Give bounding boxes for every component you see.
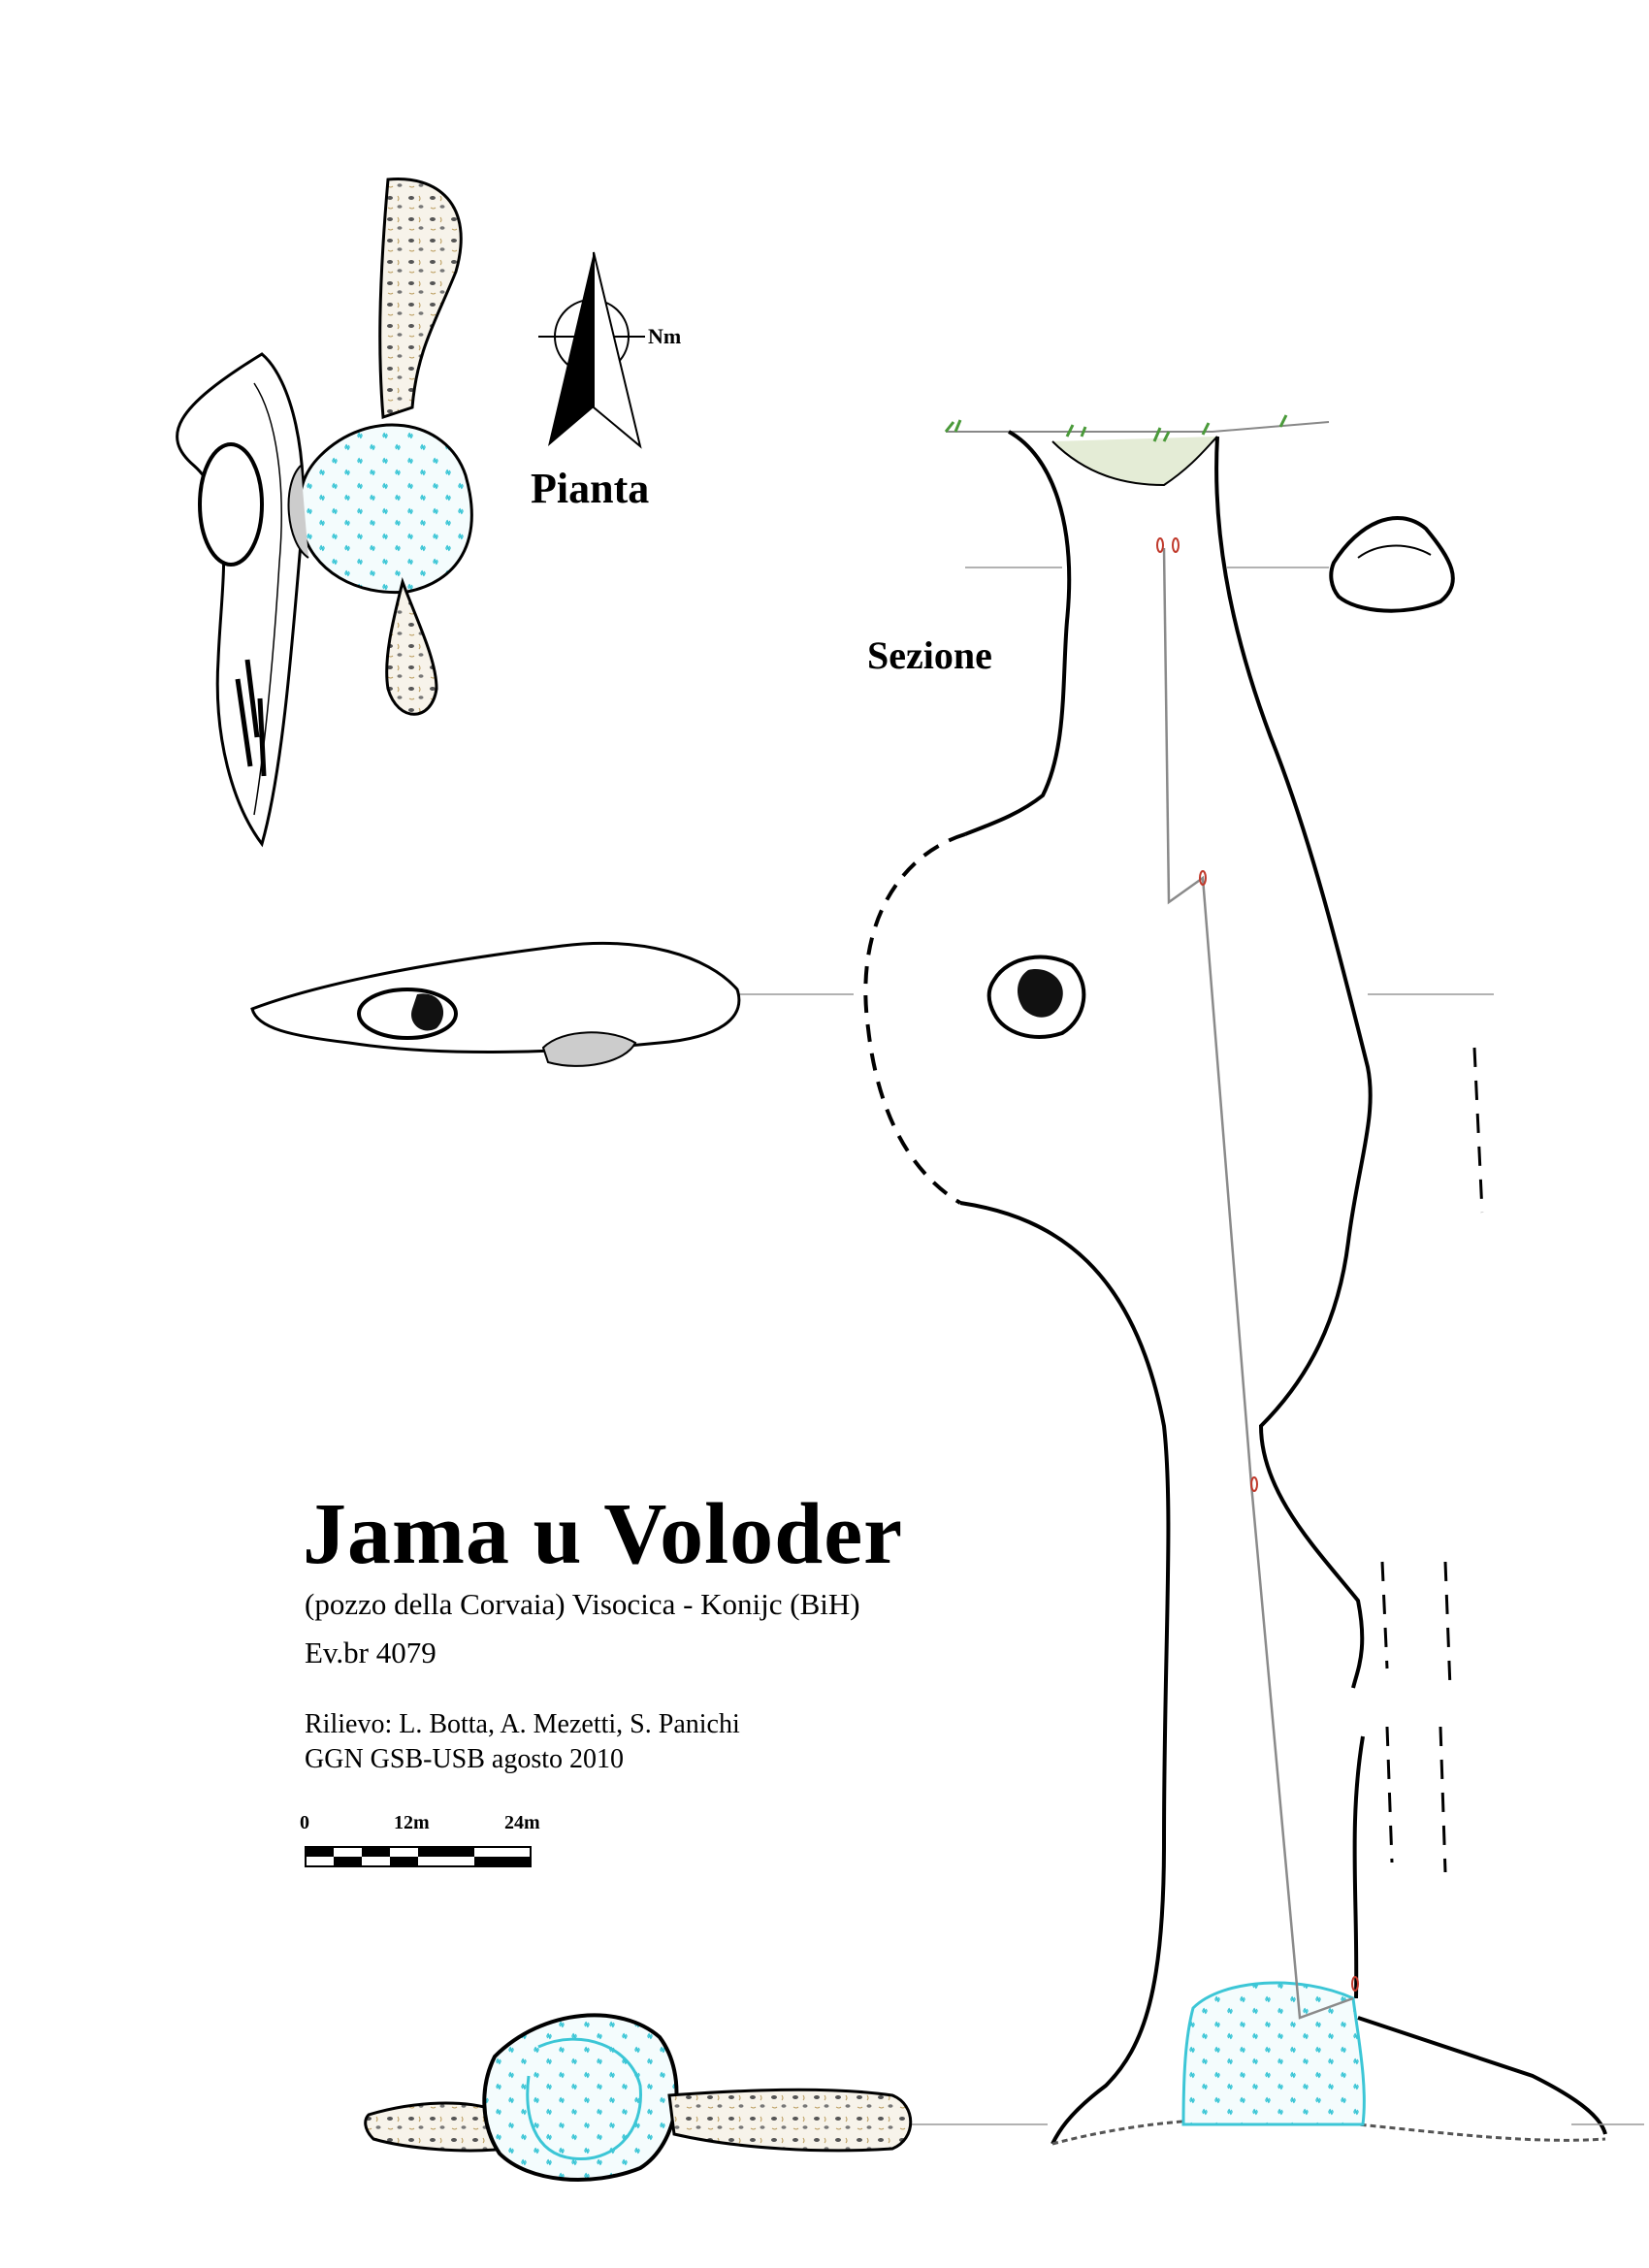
outer-dashed-1 [1472,1047,1484,1214]
section-left-wall [964,430,1072,836]
plan-upper-arm [378,177,463,420]
cross-section-upper [1329,516,1455,613]
entrance-depression [1051,436,1218,487]
anchor [1250,1476,1258,1492]
cross-section-middle-fill [1017,969,1063,1018]
outer-dashed-2 [1380,1561,1389,1669]
plan-middle-step [541,1031,637,1067]
survey-group: GGN GSB-USB agosto 2010 [305,1744,625,1774]
plan-left-branch [176,352,306,848]
plan-middle-hole [411,993,444,1031]
scale-tick-label: 12m [394,1812,430,1833]
scale-tick-label: 0 [300,1812,309,1833]
plan-lower-arm [385,576,438,716]
cross-sections [250,516,1455,2182]
plan-central-chamber [298,423,473,595]
anchor [1351,1976,1359,1992]
plan-label: Pianta [531,465,650,512]
section-water-pool [1181,1981,1366,2126]
rope [1162,547,1354,2020]
outer-dashed-3 [1443,1561,1452,1689]
section-floor [1051,2117,1606,2146]
plan-view [176,177,473,848]
plan-bottom-right-arm [667,2088,913,2153]
cross-section-upper-inner [1357,544,1432,559]
section-left-dashed [863,832,966,1205]
section-label: Sezione [867,633,992,677]
cave-subtitle: (pozzo della Corvaia) Visocica - Konijc … [305,1587,860,1621]
plan-bottom-left-arm [364,2101,506,2153]
plan-middle-level [250,941,741,1053]
plan-hatch-1 [235,659,267,777]
north-arrow [538,251,645,449]
north-label: Nm [648,324,682,348]
vegetation-tufts [944,414,1288,442]
anchor [1172,537,1180,553]
outer-dashed-4 [1385,1726,1394,1863]
anchor [1199,870,1207,886]
plan-bottom-pool-outline [526,2037,642,2161]
section-right-lower [1352,1735,1365,1999]
survey-credits: Rilievo: L. Botta, A. Mezetti, S. Panich… [305,1709,740,1739]
section-right-wall [1214,436,1373,1689]
outer-dashed-5 [1439,1726,1447,1873]
section-view [737,414,1644,2146]
scale-bar [305,1846,532,1867]
surface-line [946,421,1330,433]
plan-bottom-chamber [482,2013,679,2182]
registry-number: Ev.br 4079 [305,1636,436,1669]
anchor [1156,537,1164,553]
plan-step [287,465,309,559]
plan-boulder [198,442,264,567]
section-left-lower [959,1201,1171,2145]
scale-tick-label: 24m [504,1812,540,1833]
section-right-base [1357,2016,1607,2135]
page-title: Jama u Voloder [303,1486,904,1582]
